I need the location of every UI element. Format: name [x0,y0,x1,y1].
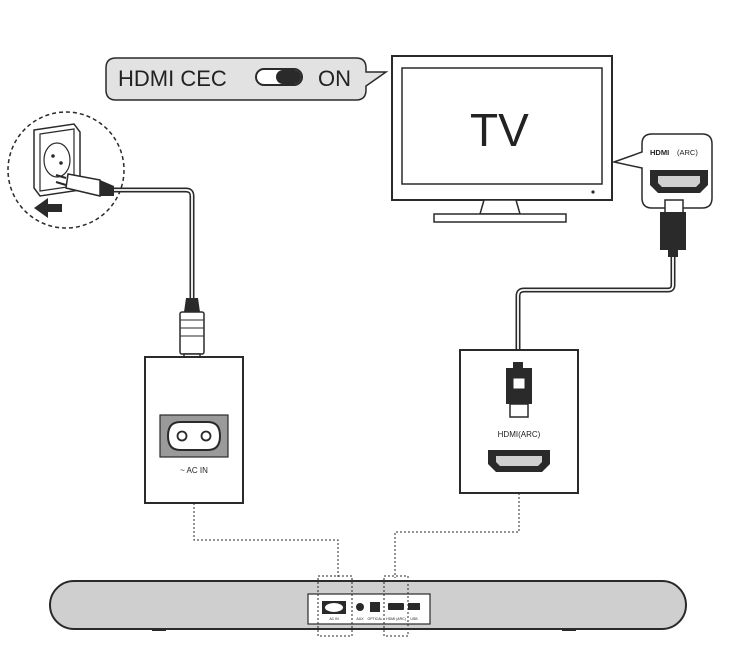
soundbar: AC IN AUX OPTICAL HDMI (ARC) USB [49,575,687,637]
soundbar-port-label: USB [410,617,418,621]
soundbar-port-label: AC IN [329,617,339,621]
soundbar-port-label: OPTICAL [368,617,383,621]
toggle-switch-icon [255,68,303,86]
cec-label: HDMI CEC [118,66,227,91]
power-plug-icon [55,173,114,197]
tv-stand-base [433,213,567,223]
soundbar-optical-port [370,602,380,612]
figure-8-socket-icon [159,414,229,458]
wall-outlet-callout [7,111,125,229]
soundbar-aux-port [356,603,364,611]
hdmi-plug-tv [660,199,686,257]
tv-power-led [591,190,595,194]
tv-port-logo: HDMI [650,148,669,157]
soundbar-hdmi-port [388,603,404,610]
cec-state: ON [318,66,351,91]
hdmi-plug-soundbar [506,362,532,418]
hdmi-port-icon [488,450,550,472]
arrow-icon [34,198,62,218]
hdmi-cable [515,257,676,364]
tv-screen [401,67,603,185]
power-cable [114,187,195,300]
hdmi-cec-callout: HDMI CEC ON [105,57,389,101]
hdmi-arc-label: HDMI(ARC) [498,430,541,439]
soundbar-ac-in-port [322,601,346,614]
tv-label: TV [470,104,529,156]
tv: TV [391,55,613,223]
hdmi-leader-line [394,493,520,578]
soundbar-port-label: AUX [356,617,364,621]
tv-port-label: (ARC) [677,148,698,157]
hdmi-panel: HDMI(ARC) [459,349,579,494]
tv-stand-neck [479,199,521,215]
hdmi-highlight [383,575,409,637]
soundbar-foot-right [562,628,576,631]
power-panel: ~ AC IN [144,356,244,504]
power-leader-line [193,503,339,578]
ac-in-label: ~ AC IN [180,466,208,475]
ac-in-highlight [317,575,353,637]
hdmi-port-icon [650,170,708,193]
soundbar-usb-port [408,603,420,610]
soundbar-port-label: HDMI (ARC) [386,617,406,621]
soundbar-foot-left [152,628,166,631]
tv-hdmi-port-callout: HDMI (ARC) [611,133,713,209]
